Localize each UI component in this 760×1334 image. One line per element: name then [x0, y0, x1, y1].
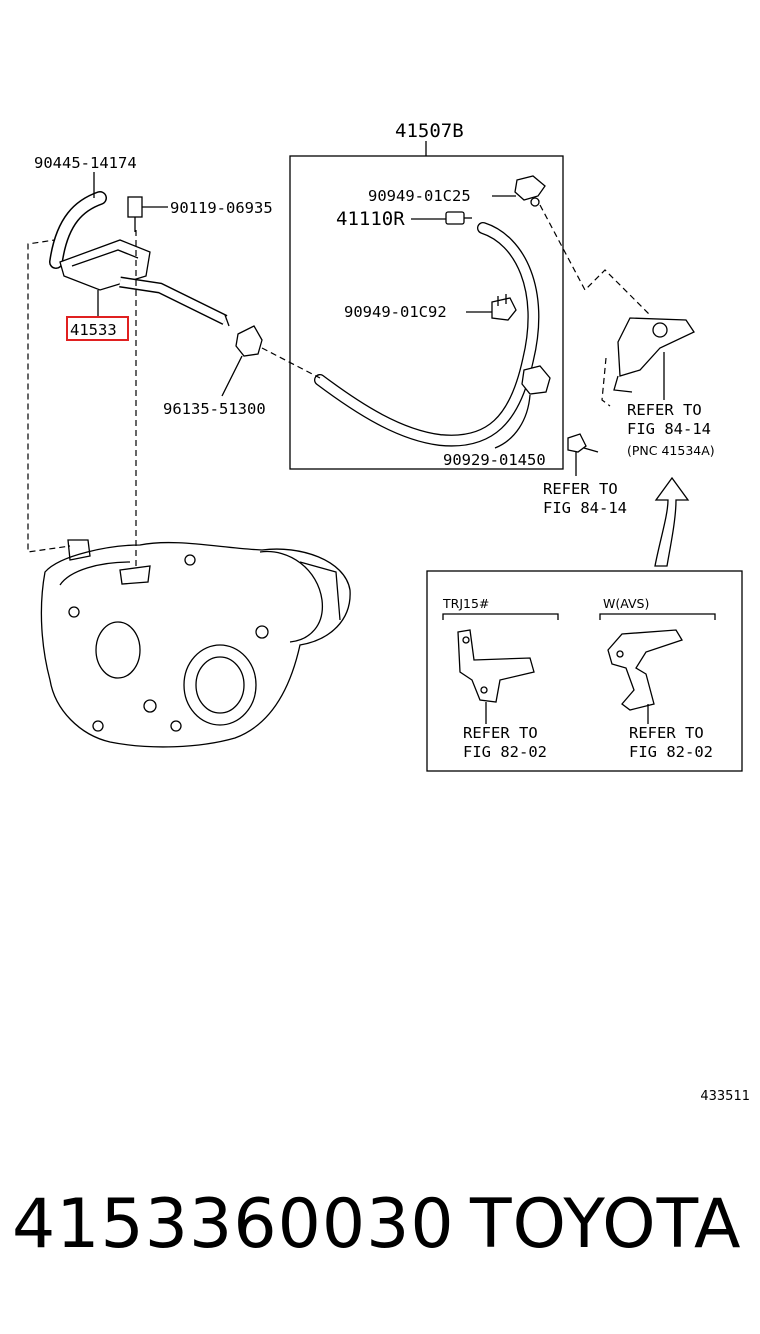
- inset-left-refer2: FIG 82-02: [463, 743, 547, 761]
- inset-right-refer2: FIG 82-02: [629, 743, 713, 761]
- refer-84-14-line2: FIG 84-14: [627, 420, 711, 438]
- callout-90119-06935[interactable]: 90119-06935: [170, 199, 273, 217]
- bracket-trj15: [457, 629, 535, 703]
- refer-84-14-pnc: (PNC 41534A): [627, 443, 715, 458]
- highlight-box-41533: [66, 316, 129, 341]
- callout-41507B[interactable]: 41507B: [395, 120, 464, 142]
- clip-90949-01c92: [491, 294, 517, 321]
- plug-41110r: [445, 211, 472, 225]
- part-number: 4153360030: [12, 1185, 455, 1264]
- grommet-96135-51300: [235, 325, 263, 357]
- variant-inset-box: [426, 570, 743, 772]
- bracket-w-avs: [607, 629, 683, 711]
- refer-bolt-line2: FIG 84-14: [543, 499, 627, 517]
- inset-left-title: TRJ15#: [442, 596, 489, 611]
- callout-96135-51300[interactable]: 96135-51300: [163, 400, 266, 418]
- clamp-90929-01450: [521, 365, 551, 395]
- breather-hose: [314, 222, 540, 447]
- bolt-refer-84-14: [567, 433, 599, 453]
- differential-carrier: [40, 539, 351, 748]
- callout-90949-01C92[interactable]: 90949-01C92: [344, 303, 447, 321]
- callout-41533[interactable]: 41533: [70, 321, 117, 339]
- inset-left-refer1: REFER TO: [463, 724, 538, 742]
- callout-90929-01450[interactable]: 90929-01450: [443, 451, 546, 469]
- refer-bolt-line1: REFER TO: [543, 480, 618, 498]
- diagram-id: 433511: [700, 1089, 750, 1104]
- clip-90949-01c25: [514, 175, 546, 207]
- inset-arrow: [654, 476, 690, 567]
- bolt-90119-06935: [127, 196, 143, 232]
- brand-name: TOYOTA: [470, 1185, 742, 1264]
- callout-90949-01C25[interactable]: 90949-01C25: [368, 187, 471, 205]
- inset-right-title: W(AVS): [603, 596, 649, 611]
- refer-84-14-line1: REFER TO: [627, 401, 702, 419]
- callout-41110R[interactable]: 41110R: [336, 208, 405, 230]
- bracket-41534a: [613, 317, 695, 393]
- inset-right-refer1: REFER TO: [629, 724, 704, 742]
- callout-90445-14174[interactable]: 90445-14174: [34, 154, 137, 172]
- breather-pipe-41533: [59, 239, 230, 327]
